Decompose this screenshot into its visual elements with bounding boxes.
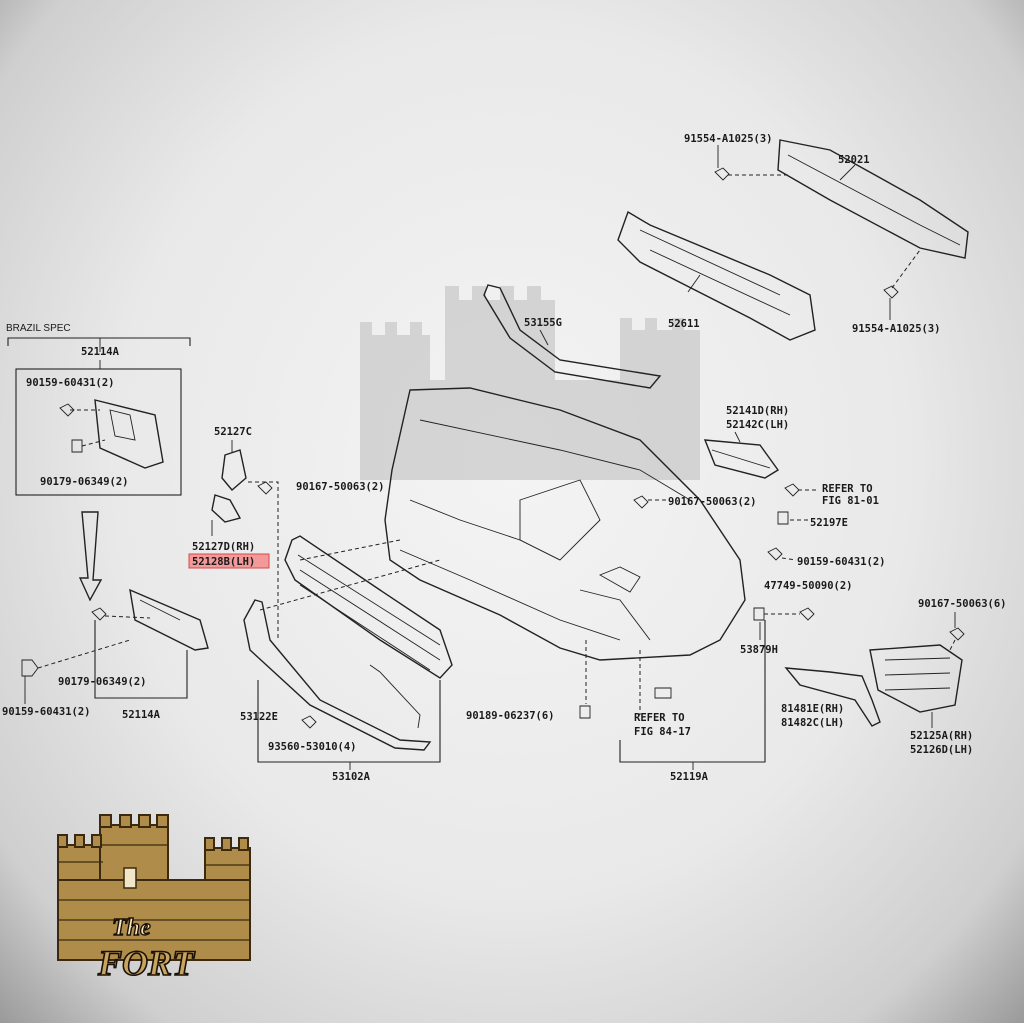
section-header: BRAZIL SPEC [6,323,71,334]
label-90179-top: 90179-06349(2) [40,476,129,488]
label-91554-top: 91554-A1025(3) [684,133,773,145]
label-90179-bottom: 90179-06349(2) [58,676,147,688]
label-refer-81-a: REFER TO [822,483,873,495]
label-refer-84-b: FIG 84-17 [634,726,691,738]
highlight-52128b [188,553,270,569]
brand-logo: The FORT [57,814,251,984]
label-91554-bottom: 91554-A1025(3) [852,323,941,335]
label-52197e: 52197E [810,517,848,529]
brand-logo-top-text: The [112,915,151,941]
label-53122e: 53122E [240,711,278,723]
lower-grille: 53122E 93560-53010(4) 53102A [240,535,453,783]
watermark-castle [360,286,700,480]
label-81481e: 81481E(RH) [781,703,844,715]
bottom-center-fasteners: 90189-06237(6) REFER TO FIG 84-17 52119A [466,620,766,783]
label-93560: 93560-53010(4) [268,741,357,753]
label-81482c: 81482C(LH) [781,717,844,729]
label-52021: 52021 [838,154,870,166]
label-52127c: 52127C [214,426,252,438]
brazil-spec-section: BRAZIL SPEC 52114A 90159-60431(2) 90179-… [6,323,191,602]
label-52128b: 52128B(LH) [192,556,255,568]
label-refer-84-a: REFER TO [634,712,685,724]
label-90189: 90189-06237(6) [466,710,555,722]
brand-logo-bottom-text: FORT [97,943,196,983]
label-53879h: 53879H [740,644,778,656]
label-53102a: 53102A [332,771,371,783]
label-90167-mid: 90167-50063(2) [668,496,757,508]
label-refer-81-b: FIG 81-01 [822,495,879,507]
side-retainers-right: 52141D(RH) 52142C(LH) REFER TO FIG 81-01… [633,405,886,656]
side-brackets-left: 52127C 90167-50063(2) 52127D(RH) 52128B(… [188,426,385,640]
label-47749: 47749-50090(2) [764,580,853,592]
label-52125a: 52125A(RH) [910,730,973,742]
label-52141d: 52141D(RH) [726,405,789,417]
label-52119a: 52119A [670,771,709,783]
label-90167-left: 90167-50063(2) [296,481,385,493]
label-90159-right: 90159-60431(2) [797,556,886,568]
label-90159-top: 90159-60431(2) [26,377,115,389]
label-52142c: 52142C(LH) [726,419,789,431]
label-52114a-top: 52114A [81,346,120,358]
license-bracket-lower: 90179-06349(2) 90159-60431(2) 52114A [2,588,209,721]
label-52114a-bottom: 52114A [122,709,161,721]
bumper-reinforcement: 91554-A1025(3) 52021 91554-A1025(3) [684,133,969,335]
label-90167-right: 90167-50063(6) [918,598,1007,610]
bumper-cover [384,387,746,661]
energy-absorber: 52611 [617,210,816,341]
upper-retainer: 53155G [483,284,662,389]
label-52126d: 52126D(LH) [910,744,973,756]
label-52127d: 52127D(RH) [192,541,255,553]
label-53155g: 53155G [524,317,562,329]
label-52611: 52611 [668,318,700,330]
fog-lamp-parts: 81481E(RH) 81482C(LH) 90167-50063(6) 521… [781,598,1007,756]
label-90159-bottom: 90159-60431(2) [2,706,91,718]
